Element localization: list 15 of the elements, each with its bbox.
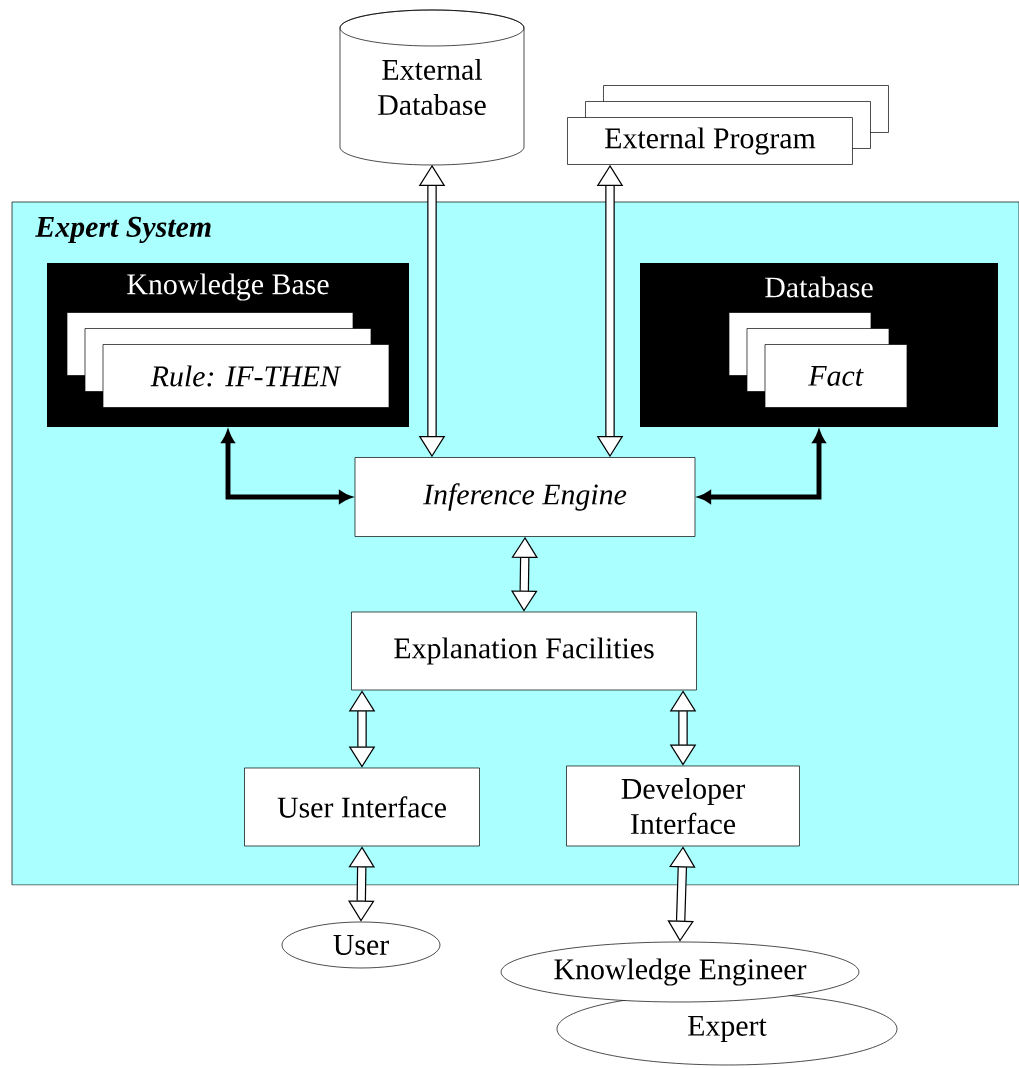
process-box: Inference Engine bbox=[354, 457, 696, 537]
arrow bbox=[698, 430, 826, 504]
stacked-fact-box: Fact bbox=[728, 312, 908, 408]
process-box: User Interface bbox=[244, 767, 480, 847]
stacked-program-box: External Program bbox=[567, 85, 889, 165]
ellipse-node: Expert bbox=[556, 992, 898, 1066]
database-cylinder: External Database bbox=[339, 9, 525, 166]
arrow bbox=[221, 430, 352, 504]
ellipse-node: Knowledge Engineer bbox=[500, 941, 860, 1003]
arrow bbox=[669, 690, 697, 766]
process-box: Explanation Facilities bbox=[351, 611, 697, 691]
arrow bbox=[667, 846, 696, 942]
arrow bbox=[348, 690, 376, 768]
process-box: Developer Interface bbox=[566, 765, 800, 847]
stacked-rule-box: Rule: IF-THEN bbox=[66, 312, 390, 408]
